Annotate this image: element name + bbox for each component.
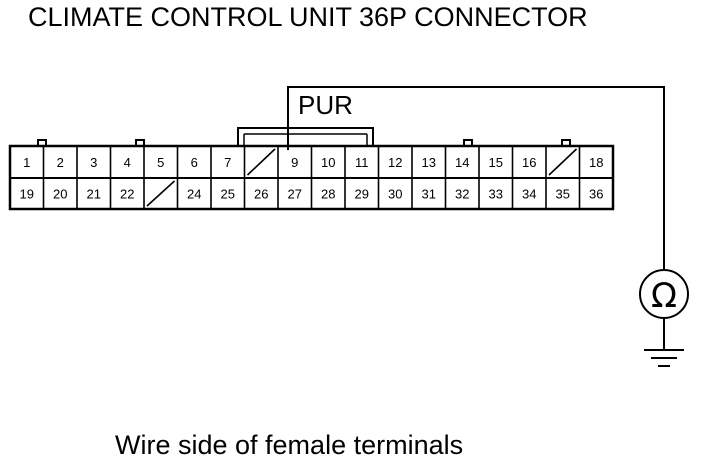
connector-key xyxy=(463,139,473,146)
connector-key xyxy=(561,139,571,146)
ohm-meter-icon: Ω xyxy=(639,269,689,319)
pin-label: 16 xyxy=(522,155,536,170)
pin-label: 9 xyxy=(291,155,298,170)
pin-label: 1 xyxy=(23,155,30,170)
pin-label: 18 xyxy=(589,155,603,170)
empty-cavity-mark xyxy=(146,180,176,207)
connector-key xyxy=(135,139,145,146)
connector-key xyxy=(37,139,47,146)
diagram-title: CLIMATE CONTROL UNIT 36P CONNECTOR xyxy=(28,2,588,32)
pin-label: 12 xyxy=(388,155,402,170)
pin-label: 22 xyxy=(120,187,134,202)
pin-label: 2 xyxy=(57,155,64,170)
empty-cavity-mark xyxy=(246,148,276,176)
pin-label: 34 xyxy=(522,187,536,202)
probe-wire xyxy=(287,86,665,270)
pin-label: 26 xyxy=(254,187,268,202)
pin-label: 20 xyxy=(53,187,67,202)
pin-label: 25 xyxy=(221,187,235,202)
wire-color-label: PUR xyxy=(298,90,353,120)
pin-label: 33 xyxy=(489,187,503,202)
empty-cavity-mark xyxy=(548,148,578,176)
pin-label: 27 xyxy=(288,187,302,202)
ohm-symbol: Ω xyxy=(651,276,677,316)
pin-label: 5 xyxy=(157,155,164,170)
pin-label: 24 xyxy=(187,187,201,202)
pin-label: 10 xyxy=(321,155,335,170)
pin-label: 11 xyxy=(355,155,369,170)
diagram-caption: Wire side of female terminals xyxy=(115,430,464,460)
pin-label: 31 xyxy=(422,187,436,202)
pin-label: 30 xyxy=(388,187,402,202)
pin-label: 3 xyxy=(90,155,97,170)
pin-label: 19 xyxy=(20,187,34,202)
pin-label: 29 xyxy=(355,187,369,202)
pin-label: 21 xyxy=(87,187,101,202)
connector-lock-tab xyxy=(237,127,374,146)
pin-label: 6 xyxy=(191,155,198,170)
ground-icon xyxy=(644,318,684,367)
pin-label: 28 xyxy=(321,187,335,202)
pin-label: 7 xyxy=(224,155,231,170)
pin-label: 32 xyxy=(455,187,469,202)
pin-label: 14 xyxy=(455,155,469,170)
pin-label: 4 xyxy=(124,155,131,170)
pin-label: 36 xyxy=(589,187,603,202)
pin-label: 35 xyxy=(556,187,570,202)
pin-label: 15 xyxy=(489,155,503,170)
pin-label: 13 xyxy=(422,155,436,170)
